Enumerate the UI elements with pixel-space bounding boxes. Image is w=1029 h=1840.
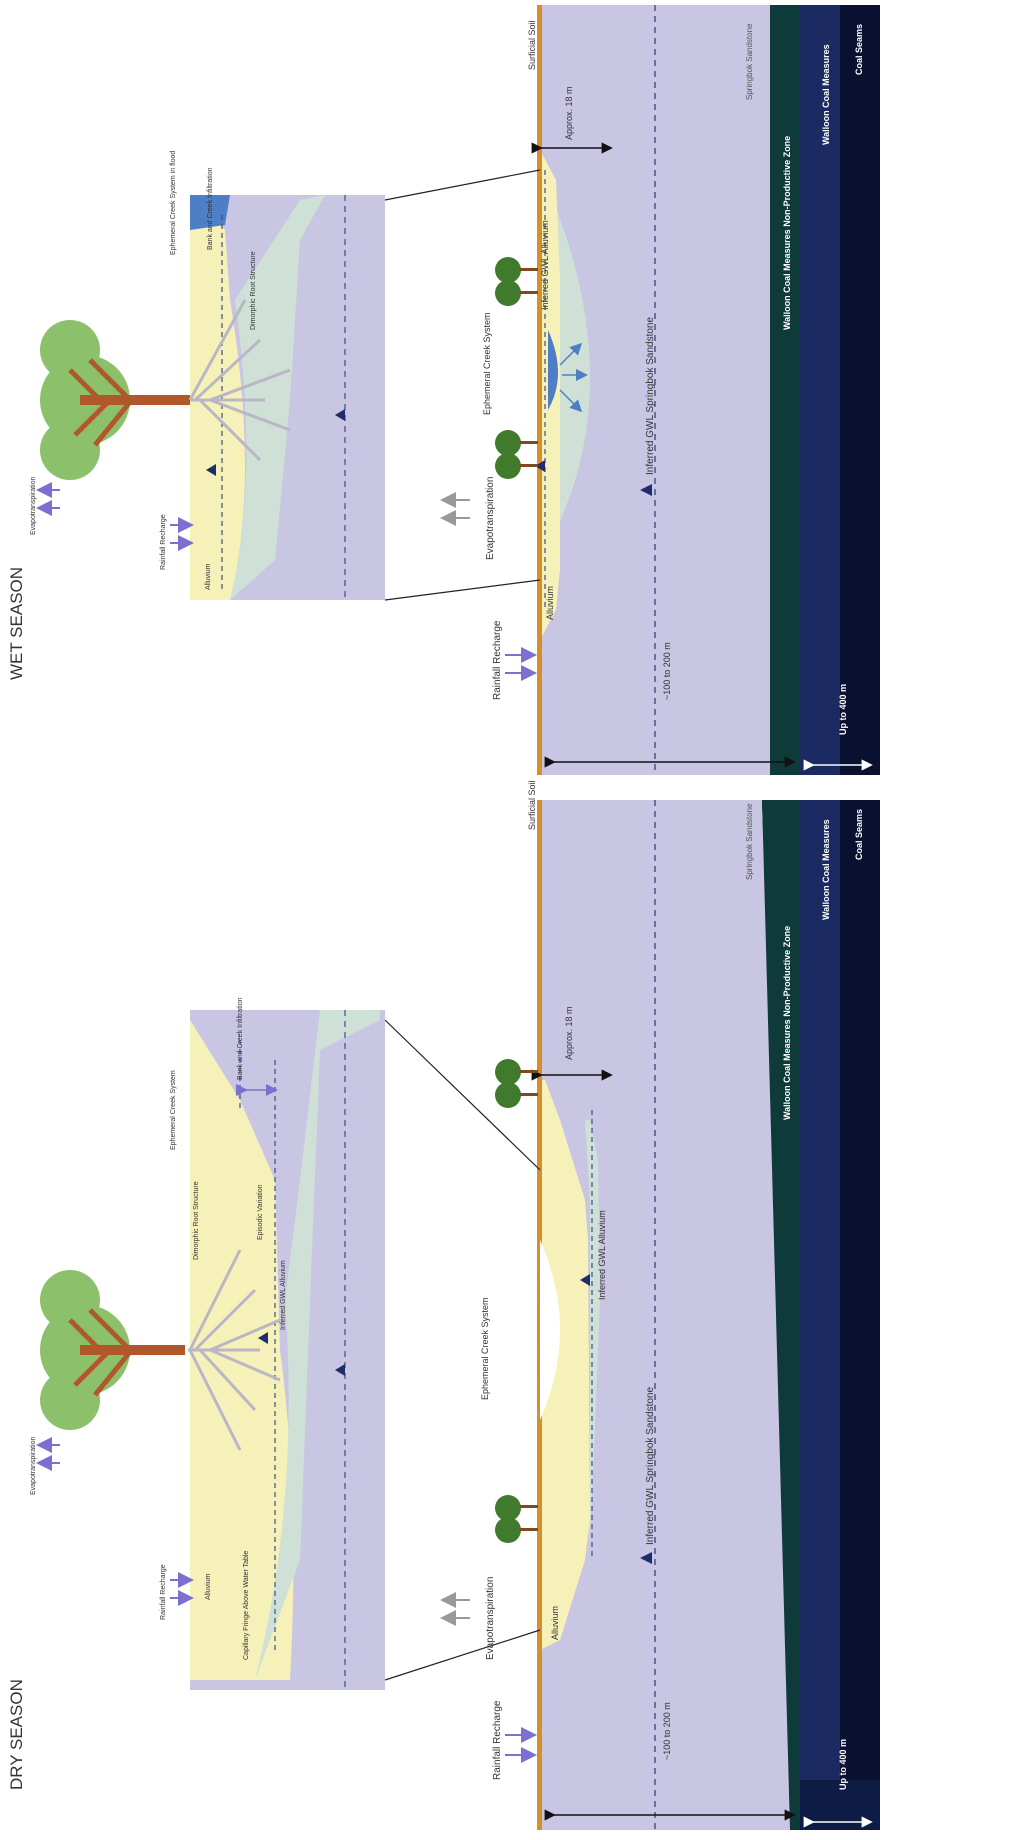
wet-coal-seams-layer (840, 5, 880, 775)
wet-inset-creek-label: Ephemeral Creek System in flood (170, 151, 177, 255)
wet-inset-bank-label: Bank and Creek Infiltration (207, 167, 214, 250)
dry-gwl-springbok-label: Inferred GWL Springbok Sandstone (645, 1387, 656, 1545)
dry-inset-capillary-label: Capillary Fringe Above Water Table (243, 1551, 250, 1660)
wet-gwl-springbok-label: Inferred GWL Springbok Sandstone (645, 317, 656, 475)
dry-surficial-label: Surficial Soil (527, 780, 537, 830)
dry-alluvium-label: Alluvium (550, 1606, 560, 1640)
wet-season-title: WET SEASON (7, 567, 26, 680)
dry-creek-label: Ephemeral Creek System (480, 1297, 490, 1400)
wet-walloon-np-label: Walloon Coal Measures Non-Productive Zon… (782, 136, 792, 330)
dry-walloon-coal-label: Walloon Coal Measures (821, 819, 831, 920)
dry-inset-episodic-label: Episodic Variation (257, 1184, 264, 1240)
dry-walloon-coal-layer (800, 800, 840, 1830)
wet-depth-label: Approx. 18 m (564, 86, 574, 140)
wet-alluvium-right-label: Inferred GWL Alluvium (540, 220, 550, 310)
wet-coal-seams-label: Coal Seams (854, 24, 864, 75)
dry-zoom-line-1 (385, 1630, 540, 1680)
wet-inset (40, 195, 385, 600)
dry-small-trees-left (495, 1495, 538, 1543)
wet-season-panel: WET SEASON (7, 5, 880, 775)
dry-springbok-label: Springbok Sandstone (745, 803, 754, 880)
dry-inset (40, 1010, 385, 1690)
wet-walloon-coal-layer (800, 5, 840, 775)
dry-coal-seams-layer (840, 800, 880, 1830)
wet-creek-label: Ephemeral Creek System (482, 312, 492, 415)
wet-small-trees-right (495, 257, 538, 306)
wet-alluvium-left-label: Alluvium (545, 586, 555, 620)
dry-inset-dimorphic-label: Dimorphic Root Structure (193, 1181, 200, 1260)
wet-rainfall-label: Rainfall Recharge (492, 620, 503, 700)
dry-inset-creek-label: Ephemeral Creek System (170, 1070, 177, 1150)
dry-et-label: Evapotranspiration (485, 1577, 496, 1660)
wet-et-label: Evapotranspiration (485, 477, 496, 560)
dry-walloon-thickness-label: Up to 400 m (838, 1739, 848, 1790)
dry-inset-alluvium-label: Alluvium (205, 1573, 212, 1600)
dry-inset-rainfall-label: Rainfall Recharge (160, 1564, 167, 1620)
dry-inset-gwl-alluvium-label: Inferred GWL Alluvium (280, 1260, 287, 1330)
wet-walloon-coal-label: Walloon Coal Measures (821, 44, 831, 145)
wet-zoom-line-2 (385, 170, 540, 200)
dry-coal-seams-label: Coal Seams (854, 809, 864, 860)
dry-gwl-alluvium-label: Inferred GWL Alluvium (597, 1210, 607, 1300)
wet-sandstone-thickness-label: ~100 to 200 m (662, 642, 672, 700)
wet-inset-et-label: Evapotranspiration (30, 477, 37, 535)
wet-inset-alluvium-label: Alluvium (205, 563, 212, 590)
dry-inset-bank-label: Bank and Creek Infiltration (237, 997, 244, 1080)
dry-depth-label: Approx. 18 m (564, 1006, 574, 1060)
wet-surficial-soil (537, 5, 542, 775)
wet-walloon-nonproductive-layer (770, 5, 800, 775)
wet-springbok-label: Springbok Sandstone (745, 23, 754, 100)
dry-rainfall-label: Rainfall Recharge (492, 1700, 503, 1780)
dry-season-panel: DRY SEASON (7, 780, 880, 1830)
dry-inset-et-label: Evapotranspiration (30, 1437, 37, 1495)
dry-small-trees-right (495, 1059, 538, 1108)
wet-small-trees-left (495, 430, 538, 479)
wet-surficial-label: Surficial Soil (527, 20, 537, 70)
dry-sandstone-thickness-label: ~100 to 200 m (662, 1702, 672, 1760)
wet-inset-dimorphic-label: Dimorphic Root Structure (250, 251, 257, 330)
wet-inset-rainfall-label: Rainfall Recharge (160, 514, 167, 570)
dry-walloon-np-label: Walloon Coal Measures Non-Productive Zon… (782, 926, 792, 1120)
wet-zoom-line-1 (385, 580, 540, 600)
dry-season-title: DRY SEASON (7, 1679, 26, 1790)
wet-walloon-thickness-label: Up to 400 m (838, 684, 848, 735)
